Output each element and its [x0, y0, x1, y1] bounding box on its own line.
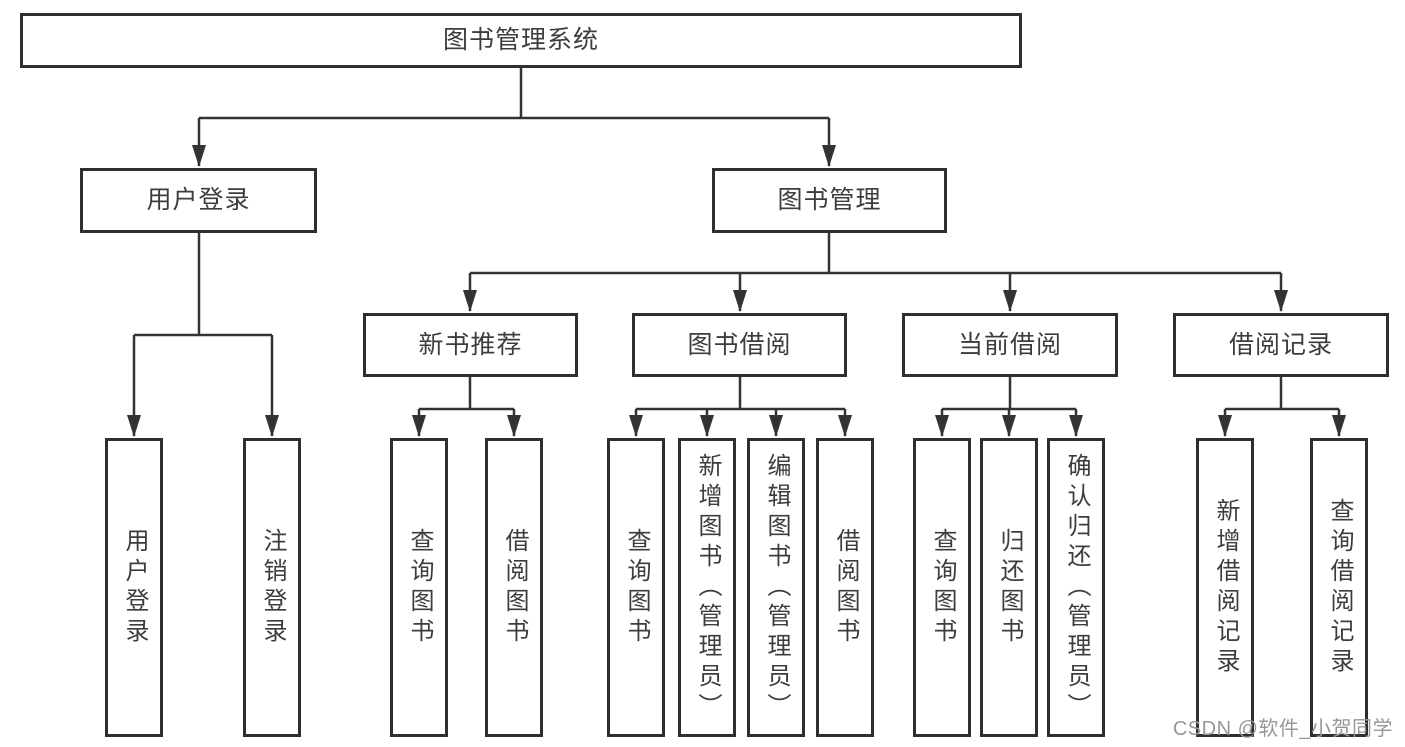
- connector-lines: [134, 68, 1339, 411]
- leaf-br-query-record: 查询借阅记录: [1310, 438, 1368, 737]
- leaf-cb-query-books: 查询图书: [913, 438, 971, 737]
- leaf-logout: 注销登录: [243, 438, 301, 737]
- leaf-bb-borrow-books: 借阅图书: [816, 438, 874, 737]
- leaf-rec-query-books: 查询图书: [390, 438, 448, 737]
- leaf-rec-borrow-books: 借阅图书: [485, 438, 543, 737]
- node-new-book-recommend: 新书推荐: [363, 313, 578, 377]
- leaf-bb-add-books-admin: 新增图书（管理员）: [678, 438, 736, 737]
- node-borrow-records: 借阅记录: [1173, 313, 1389, 377]
- leaf-br-add-record: 新增借阅记录: [1196, 438, 1254, 737]
- node-book-borrow: 图书借阅: [632, 313, 847, 377]
- leaf-bb-query-books: 查询图书: [607, 438, 665, 737]
- node-root: 图书管理系统: [20, 13, 1022, 68]
- node-current-borrow: 当前借阅: [902, 313, 1118, 377]
- node-user-login: 用户登录: [80, 168, 317, 233]
- leaf-cb-return-books: 归还图书: [980, 438, 1038, 737]
- leaf-cb-confirm-return-admin: 确认归还（管理员）: [1047, 438, 1105, 737]
- csdn-watermark: CSDN @软件_小贺同学: [1172, 718, 1393, 740]
- leaf-user-login: 用户登录: [105, 438, 163, 737]
- node-book-management: 图书管理: [712, 168, 947, 233]
- leaf-bb-edit-books-admin: 编辑图书（管理员）: [747, 438, 805, 737]
